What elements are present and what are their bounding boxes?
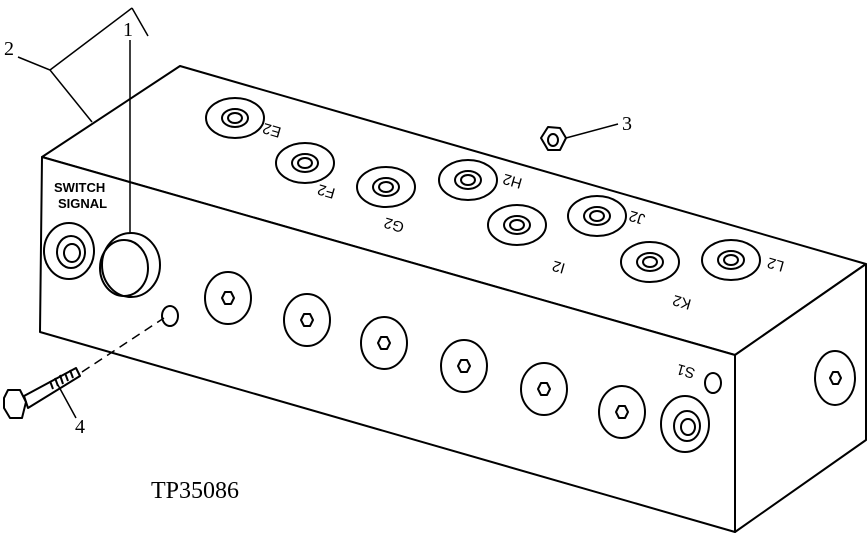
- bolt: [3, 367, 81, 419]
- switch-signal-line2: SIGNAL: [58, 196, 107, 211]
- small-hole-s1: [704, 372, 722, 394]
- port-label-e2: E2: [261, 119, 283, 140]
- port-s1: [660, 395, 710, 453]
- switch-signal-line1: SWITCH: [54, 180, 105, 195]
- callout-3: 3: [622, 113, 632, 135]
- switch-plug: [99, 232, 161, 298]
- mounting-hole: [161, 305, 179, 327]
- port-label-g2: G2: [382, 214, 406, 236]
- front-plug: [598, 385, 646, 439]
- port-label-i2: I2: [550, 257, 567, 277]
- front-plug: [204, 271, 252, 325]
- front-plugs: [204, 271, 646, 439]
- callout-4: 4: [75, 416, 85, 438]
- port-j2: [567, 195, 627, 237]
- callout-2: 2: [4, 38, 14, 60]
- port-label-f2: F2: [316, 180, 338, 201]
- port-label-k2: K2: [671, 291, 693, 312]
- leader-4: [57, 384, 77, 419]
- port-label-s1: S1: [675, 360, 697, 381]
- nut: [540, 126, 567, 151]
- right-face-plug: [814, 350, 856, 406]
- port-k2: [620, 241, 680, 283]
- port-f2: [275, 142, 335, 184]
- port-i2: [487, 204, 547, 246]
- leader-2-bracket-a: [49, 7, 133, 71]
- switch-signal-port: [43, 222, 95, 280]
- callout-1: 1: [123, 19, 133, 41]
- front-plug: [520, 362, 568, 416]
- port-label-h2: H2: [501, 170, 524, 192]
- front-plug: [283, 293, 331, 347]
- manifold-block: [39, 65, 867, 533]
- port-l2: [701, 239, 761, 281]
- leader-3: [565, 123, 619, 139]
- bolt-centerline: [81, 317, 165, 373]
- port-g2: [356, 166, 416, 208]
- port-label-l2: L2: [765, 254, 786, 275]
- port-h2: [438, 159, 498, 201]
- front-plug: [440, 339, 488, 393]
- port-label-j2: J2: [627, 207, 647, 228]
- port-e2: [205, 97, 265, 139]
- figure-id: TP35086: [151, 478, 239, 504]
- leader-2-bracket-b: [131, 7, 149, 37]
- front-plug: [360, 316, 408, 370]
- top-ports: [205, 97, 761, 283]
- block-right-face: [734, 263, 867, 533]
- leader-lines: [17, 7, 619, 419]
